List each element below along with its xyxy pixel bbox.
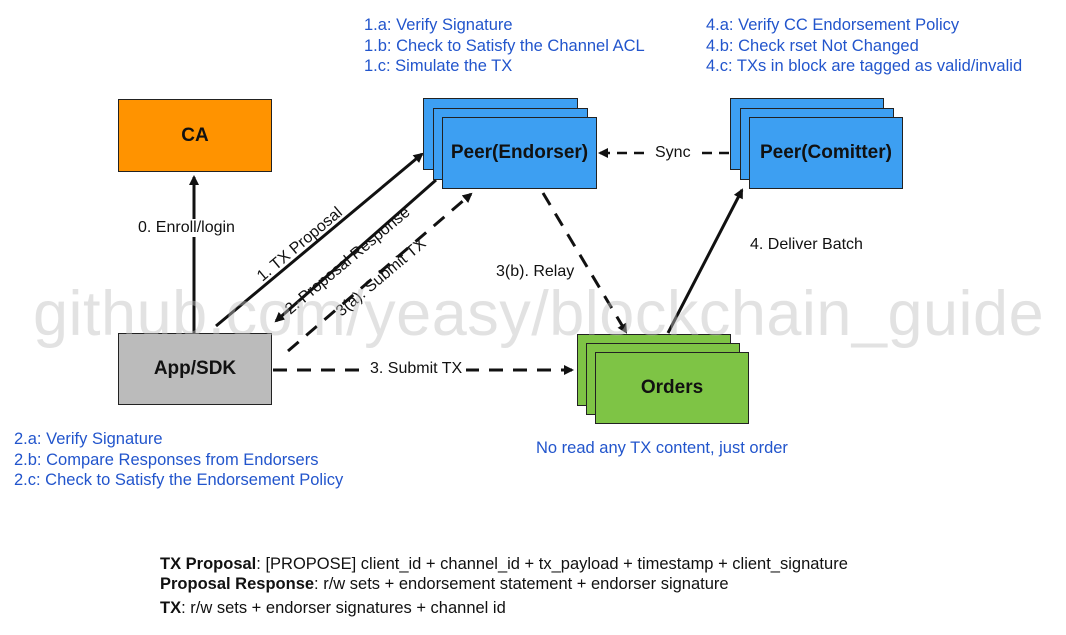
- endorser-note-1a: 1.a: Verify Signature: [364, 16, 513, 34]
- comitter-label: Peer(Comitter): [760, 142, 892, 163]
- endorser-notes: 1.a: Verify Signature 1.b: Check to Sati…: [364, 15, 645, 77]
- footer-tx: TX: r/w sets + endorser signatures + cha…: [160, 599, 506, 618]
- footer-tx-proposal-term: TX Proposal: [160, 555, 257, 573]
- edge-deliver: [666, 188, 744, 334]
- endorser-note-1c: 1.c: Simulate the TX: [364, 57, 513, 75]
- app-sdk-label: App/SDK: [153, 358, 237, 379]
- footer-proposal-response: Proposal Response: r/w sets + endorsemen…: [160, 575, 729, 594]
- app-sdk-node: App/SDK: [118, 333, 272, 405]
- app-note-2a: 2.a: Verify Signature: [14, 430, 163, 448]
- footer-tx-proposal-def: : [PROPOSE] client_id + channel_id + tx_…: [256, 555, 848, 573]
- endorser-label: Peer(Endorser): [450, 142, 589, 163]
- footer-tx-proposal: TX Proposal: [PROPOSE] client_id + chann…: [160, 555, 848, 574]
- edge-submit-3a: [287, 192, 473, 353]
- comitter-notes: 4.a: Verify CC Endorsement Policy 4.b: C…: [706, 15, 1022, 77]
- ca-node: CA: [118, 99, 272, 172]
- app-notes: 2.a: Verify Signature 2.b: Compare Respo…: [14, 429, 343, 491]
- footer-tx-term: TX: [160, 599, 182, 617]
- edge-tx-proposal: [215, 152, 424, 328]
- orders-note: No read any TX content, just order: [536, 439, 788, 457]
- footer-tx-def: : r/w sets + endorser signatures + chann…: [181, 599, 506, 617]
- edge-relay: [541, 192, 628, 334]
- edge-label-sync: Sync: [649, 144, 697, 162]
- comitter-note-4a: 4.a: Verify CC Endorsement Policy: [706, 16, 960, 34]
- orders-node: Orders: [595, 352, 749, 424]
- app-note-2b: 2.b: Compare Responses from Endorsers: [14, 450, 319, 469]
- footer-proposal-response-term: Proposal Response: [160, 575, 315, 593]
- edge-label-enroll: 0. Enroll/login: [138, 219, 235, 237]
- edge-proposal-response: [274, 178, 437, 323]
- ca-label: CA: [181, 124, 209, 146]
- comitter-note-4c: 4.c: TXs in block are tagged as valid/in…: [706, 57, 1023, 75]
- orders-label: Orders: [640, 377, 704, 398]
- comitter-note-4b: 4.b: Check rset Not Changed: [706, 36, 919, 55]
- endorser-node: Peer(Endorser): [442, 117, 597, 189]
- edge-label-deliver: 4. Deliver Batch: [750, 236, 863, 253]
- edge-label-relay: 3(b). Relay: [496, 263, 575, 280]
- comitter-node: Peer(Comitter): [749, 117, 903, 189]
- footer-proposal-response-def: : r/w sets + endorsement statement + end…: [314, 575, 729, 593]
- app-note-2c: 2.c: Check to Satisfy the Endorsement Po…: [14, 471, 344, 489]
- endorser-note-1b: 1.b: Check to Satisfy the Channel ACL: [364, 36, 645, 55]
- edge-label-submit-3: 3. Submit TX: [366, 360, 467, 378]
